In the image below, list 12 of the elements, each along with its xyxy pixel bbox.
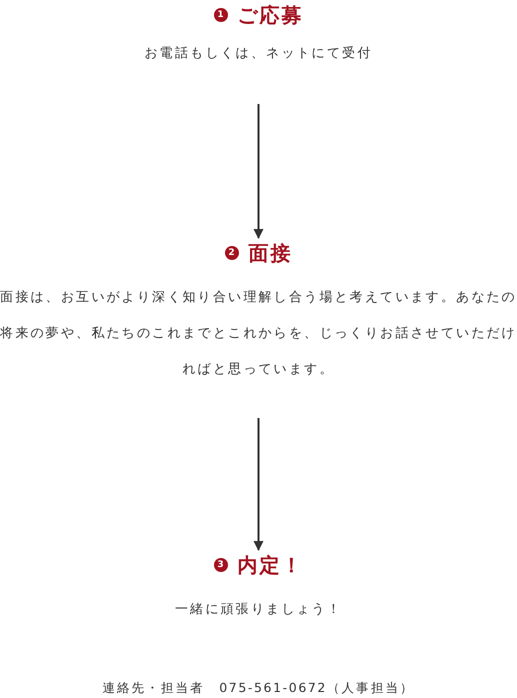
step-heading: ご応募 xyxy=(238,2,304,28)
step-description: 一緒に頑張りましょう！ xyxy=(174,601,344,619)
step-heading: 内定！ xyxy=(238,552,304,578)
step-heading: 面接 xyxy=(248,240,292,266)
step-number: 3 xyxy=(214,558,228,572)
arrow xyxy=(254,104,264,239)
contact-note: 連絡先・担当者 075-561-0672（人事担当） xyxy=(101,680,416,697)
step-number: 2 xyxy=(224,246,238,260)
step-description: 面接は、お互いがより深く知り合い理解し合う場と考えています。あなたの将来の夢や、私たちのこれまでとこれからを、じっくりお話させていただければと思っています。 xyxy=(0,289,517,379)
arrow xyxy=(254,418,264,551)
step-number: 1 xyxy=(214,8,228,22)
step-description: お電話もしくは、ネットにて受付 xyxy=(144,45,374,63)
